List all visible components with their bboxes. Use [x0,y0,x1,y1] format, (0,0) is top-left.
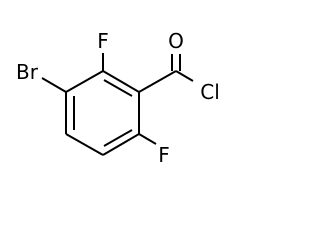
bond-ring-inner-c1-c2 [103,79,133,97]
bond-ring-c4-c5 [65,133,104,156]
bond-c6-br [41,77,67,93]
bond-c3-f [138,133,157,145]
atom-label-f-bottom: F [158,143,170,167]
bond-ring-c6-c1 [65,70,104,93]
bond-ring-c3-c4 [102,133,140,156]
atom-label-cl: Cl [200,80,220,104]
bond-ring-c1-c2 [102,70,140,93]
atom-label-o: O [168,29,184,53]
atom-label-br: Br [16,60,39,84]
molecule-structure: Br F F O Cl [16,29,220,167]
atom-label-f-top: F [97,29,109,53]
bond-ring-inner-c3-c4 [103,129,133,147]
bond-c2-carbonyl [138,70,177,93]
bond-carbonyl-cl [175,70,194,82]
